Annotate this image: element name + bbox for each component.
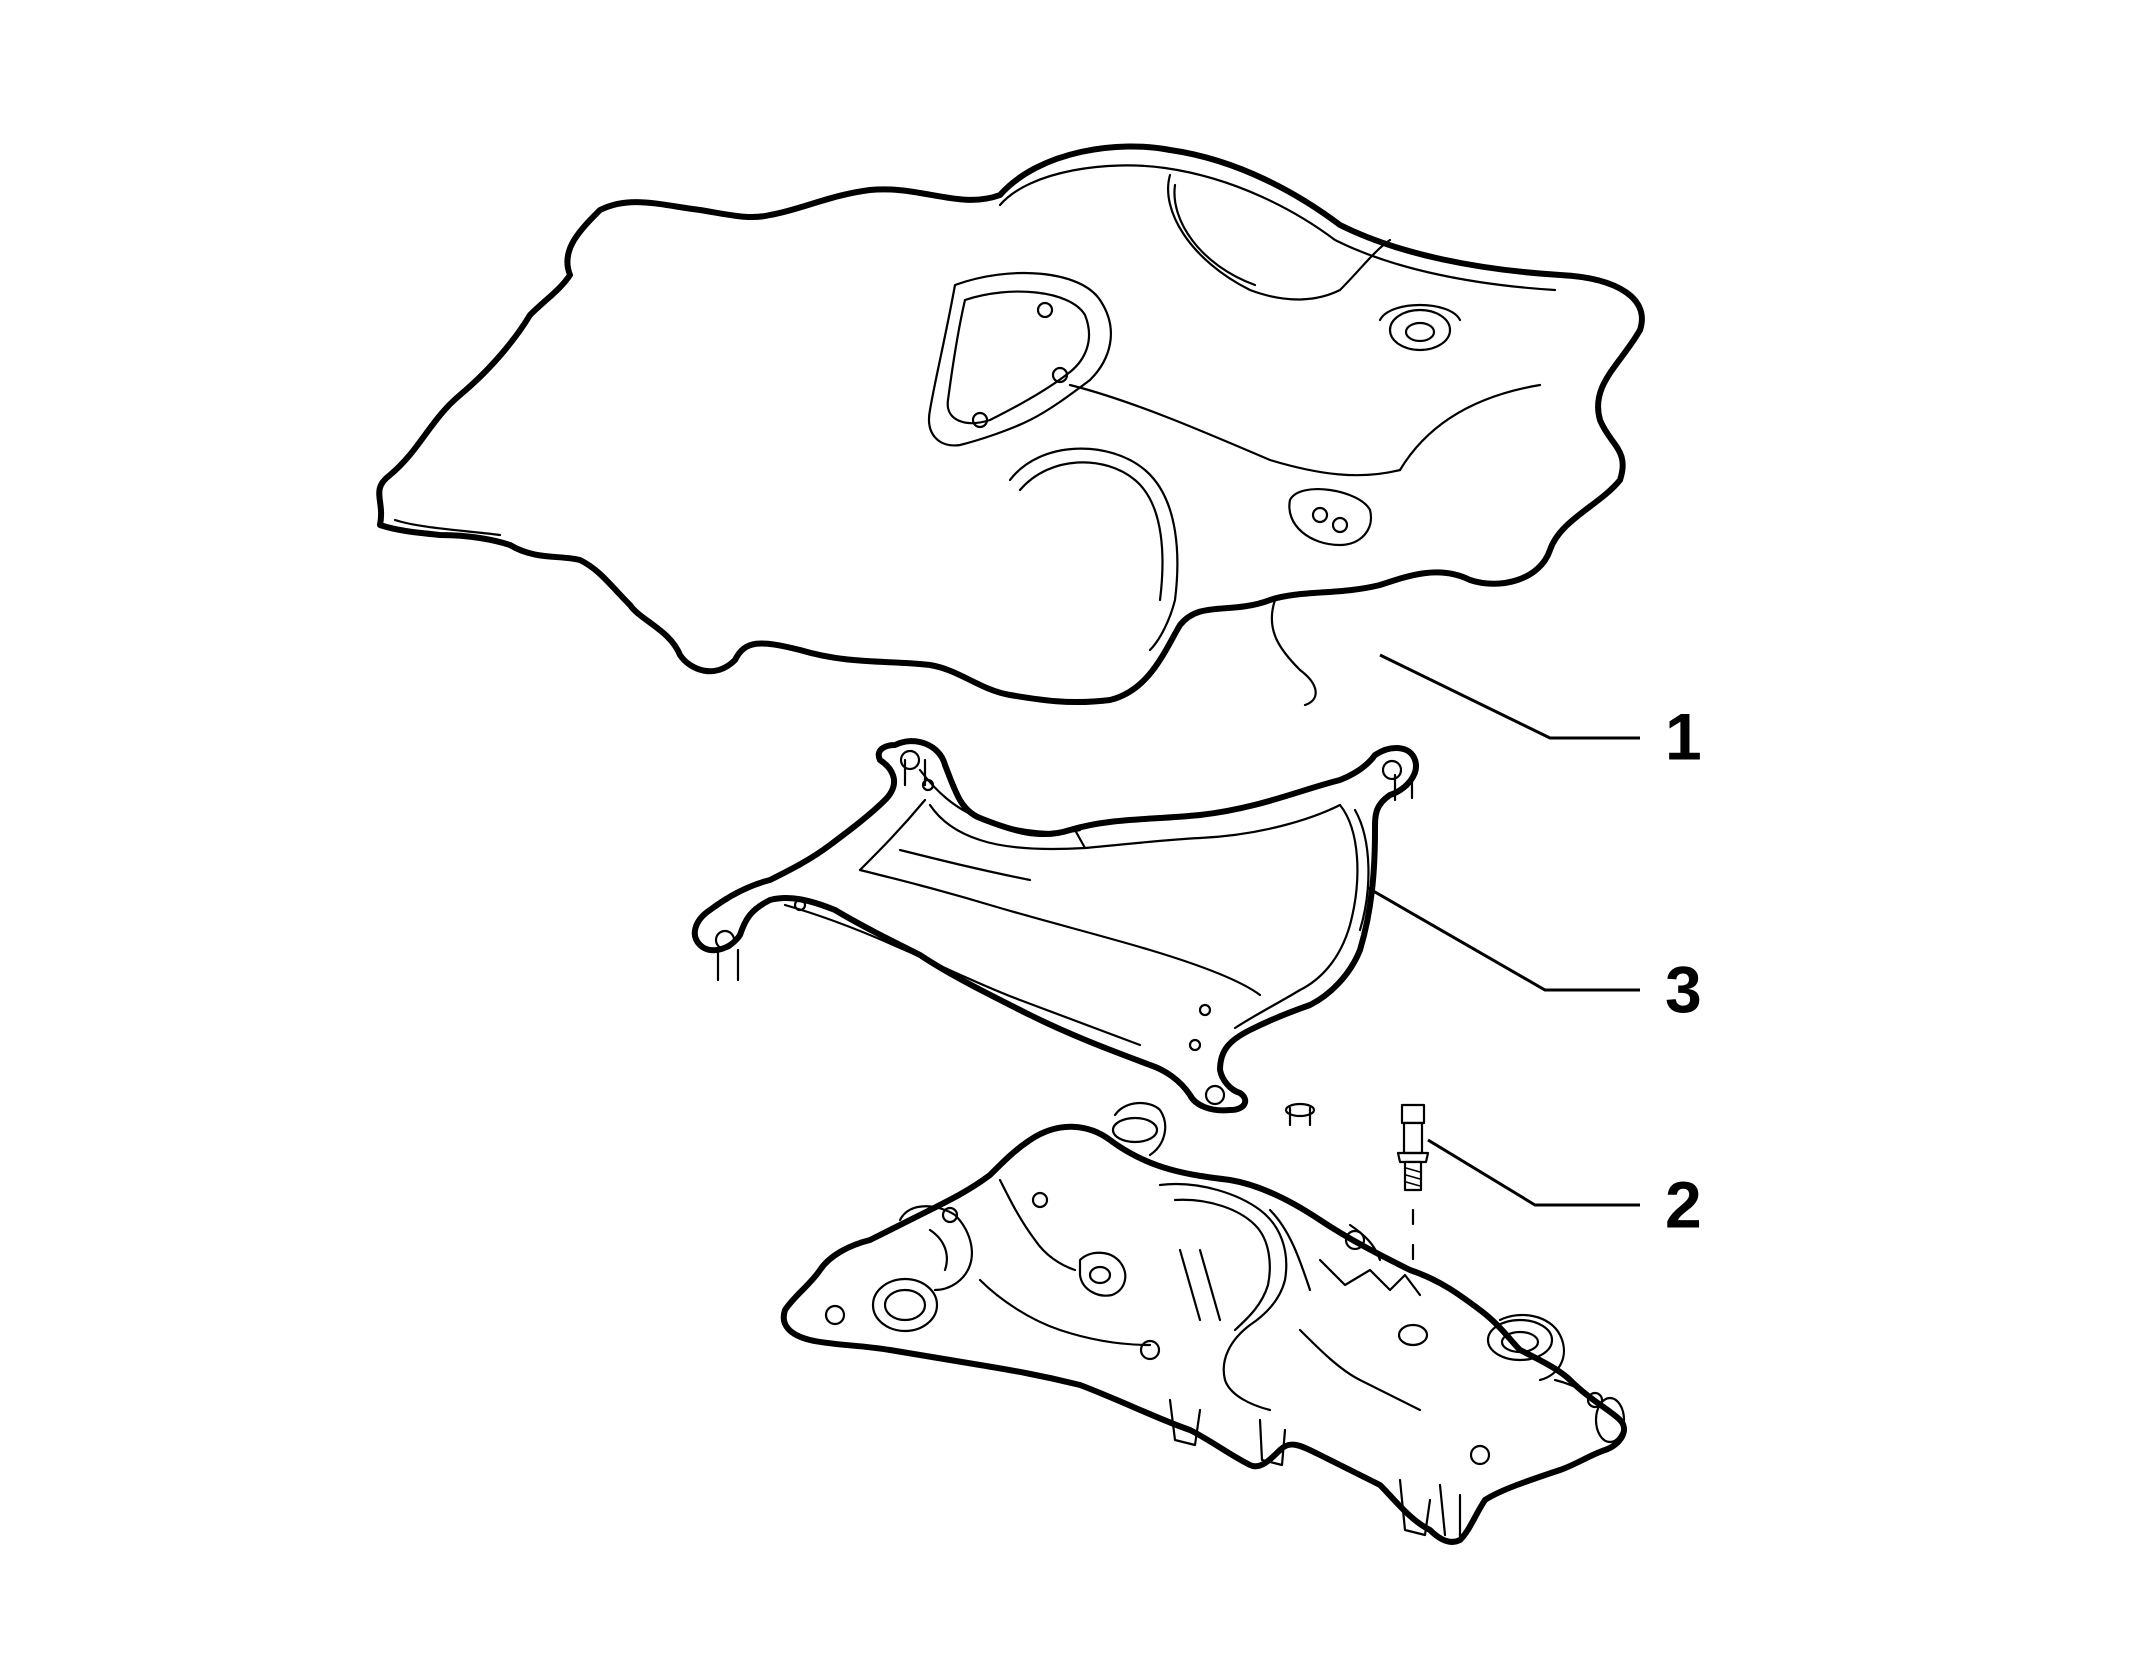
callout-3: 3 bbox=[1367, 886, 1702, 1026]
heat-shield-part bbox=[376, 143, 1645, 707]
callout-1-leader bbox=[1379, 653, 1640, 740]
callout-1: 1 bbox=[1379, 653, 1702, 773]
callout-3-leader bbox=[1367, 886, 1640, 992]
callout-3-label: 3 bbox=[1665, 952, 1702, 1026]
bracket-frame-part bbox=[691, 738, 1419, 1127]
bolt-part bbox=[1396, 1103, 1430, 1297]
engine-cover-part bbox=[780, 1102, 1627, 1545]
callout-2-label: 2 bbox=[1665, 1167, 1702, 1241]
callout-2-leader bbox=[1427, 1138, 1640, 1207]
callout-1-label: 1 bbox=[1665, 699, 1702, 773]
callout-2: 2 bbox=[1427, 1138, 1702, 1241]
